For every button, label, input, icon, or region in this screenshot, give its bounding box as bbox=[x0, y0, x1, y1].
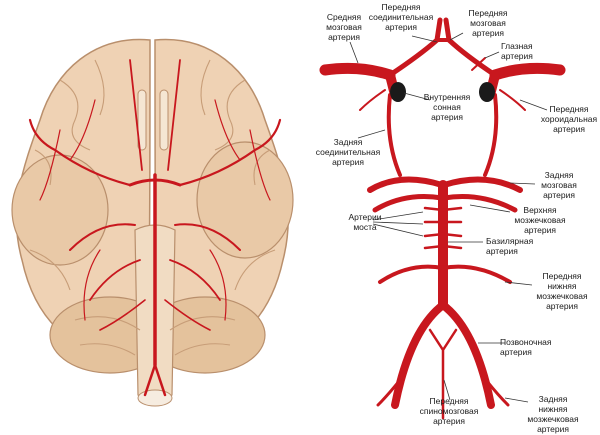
label-superior-cerebellar: Верхняя мозжечковая артерия bbox=[514, 205, 566, 235]
label-ophthalmic: Глазная артерия bbox=[501, 41, 533, 61]
aica-right bbox=[441, 264, 512, 284]
label-vertebral: Позвоночная артерия bbox=[500, 337, 552, 357]
posterior-cerebral-left bbox=[367, 176, 445, 193]
posterior-communicating-left bbox=[386, 93, 402, 177]
label-posterior-inferior-cerebellar: Задняя нижняя мозжечковая артерия bbox=[527, 394, 579, 434]
leader-lines bbox=[349, 32, 548, 403]
label-pontine: Артерии моста bbox=[348, 212, 382, 232]
internal-carotid-lumen-left bbox=[390, 82, 406, 102]
label-middle-cerebral: Средняя мозговая артерия bbox=[326, 12, 362, 42]
label-anterior-communicating: Передняя соединительная артерия bbox=[368, 2, 434, 32]
pontine-arteries bbox=[423, 206, 463, 250]
ophthalmic-artery bbox=[471, 57, 486, 71]
posterior-cerebral-right bbox=[441, 176, 523, 193]
vertebral-right bbox=[439, 301, 495, 409]
superior-cerebellar-left bbox=[372, 194, 445, 213]
label-anterior-cerebral: Передняя мозговая артерия bbox=[468, 8, 508, 38]
aica-left bbox=[378, 264, 445, 284]
anterior-choroidal-artery-left bbox=[359, 89, 386, 111]
superior-cerebellar-right bbox=[441, 194, 518, 213]
anterior-choroidal-artery-right bbox=[499, 89, 526, 111]
label-posterior-cerebral: Задняя мозговая артерия bbox=[541, 170, 577, 200]
internal-carotid-lumen-right bbox=[479, 82, 495, 102]
label-anterior-choroidal: Передняя хороидальная артерия bbox=[540, 104, 598, 134]
pica-right bbox=[484, 378, 510, 407]
label-anterior-inferior-cerebellar: Передняя нижняя мозжечковая артерия bbox=[536, 271, 588, 311]
label-anterior-spinal: Передняя спиномозговая артерия bbox=[419, 396, 479, 426]
label-basilar: Базилярная артерия bbox=[486, 236, 534, 256]
anterior-spinal-artery bbox=[428, 328, 458, 420]
middle-cerebral-artery-right bbox=[489, 62, 566, 81]
pica-left bbox=[376, 378, 402, 407]
brain-arteries bbox=[28, 59, 282, 397]
label-internal-carotid: Внутренняя сонная артерия bbox=[423, 92, 471, 122]
label-posterior-communicating: Задняя соединительная артерия bbox=[315, 137, 381, 167]
middle-cerebral-artery-left bbox=[319, 62, 396, 81]
posterior-communicating-right bbox=[483, 93, 499, 177]
vertebral-left bbox=[391, 301, 447, 409]
